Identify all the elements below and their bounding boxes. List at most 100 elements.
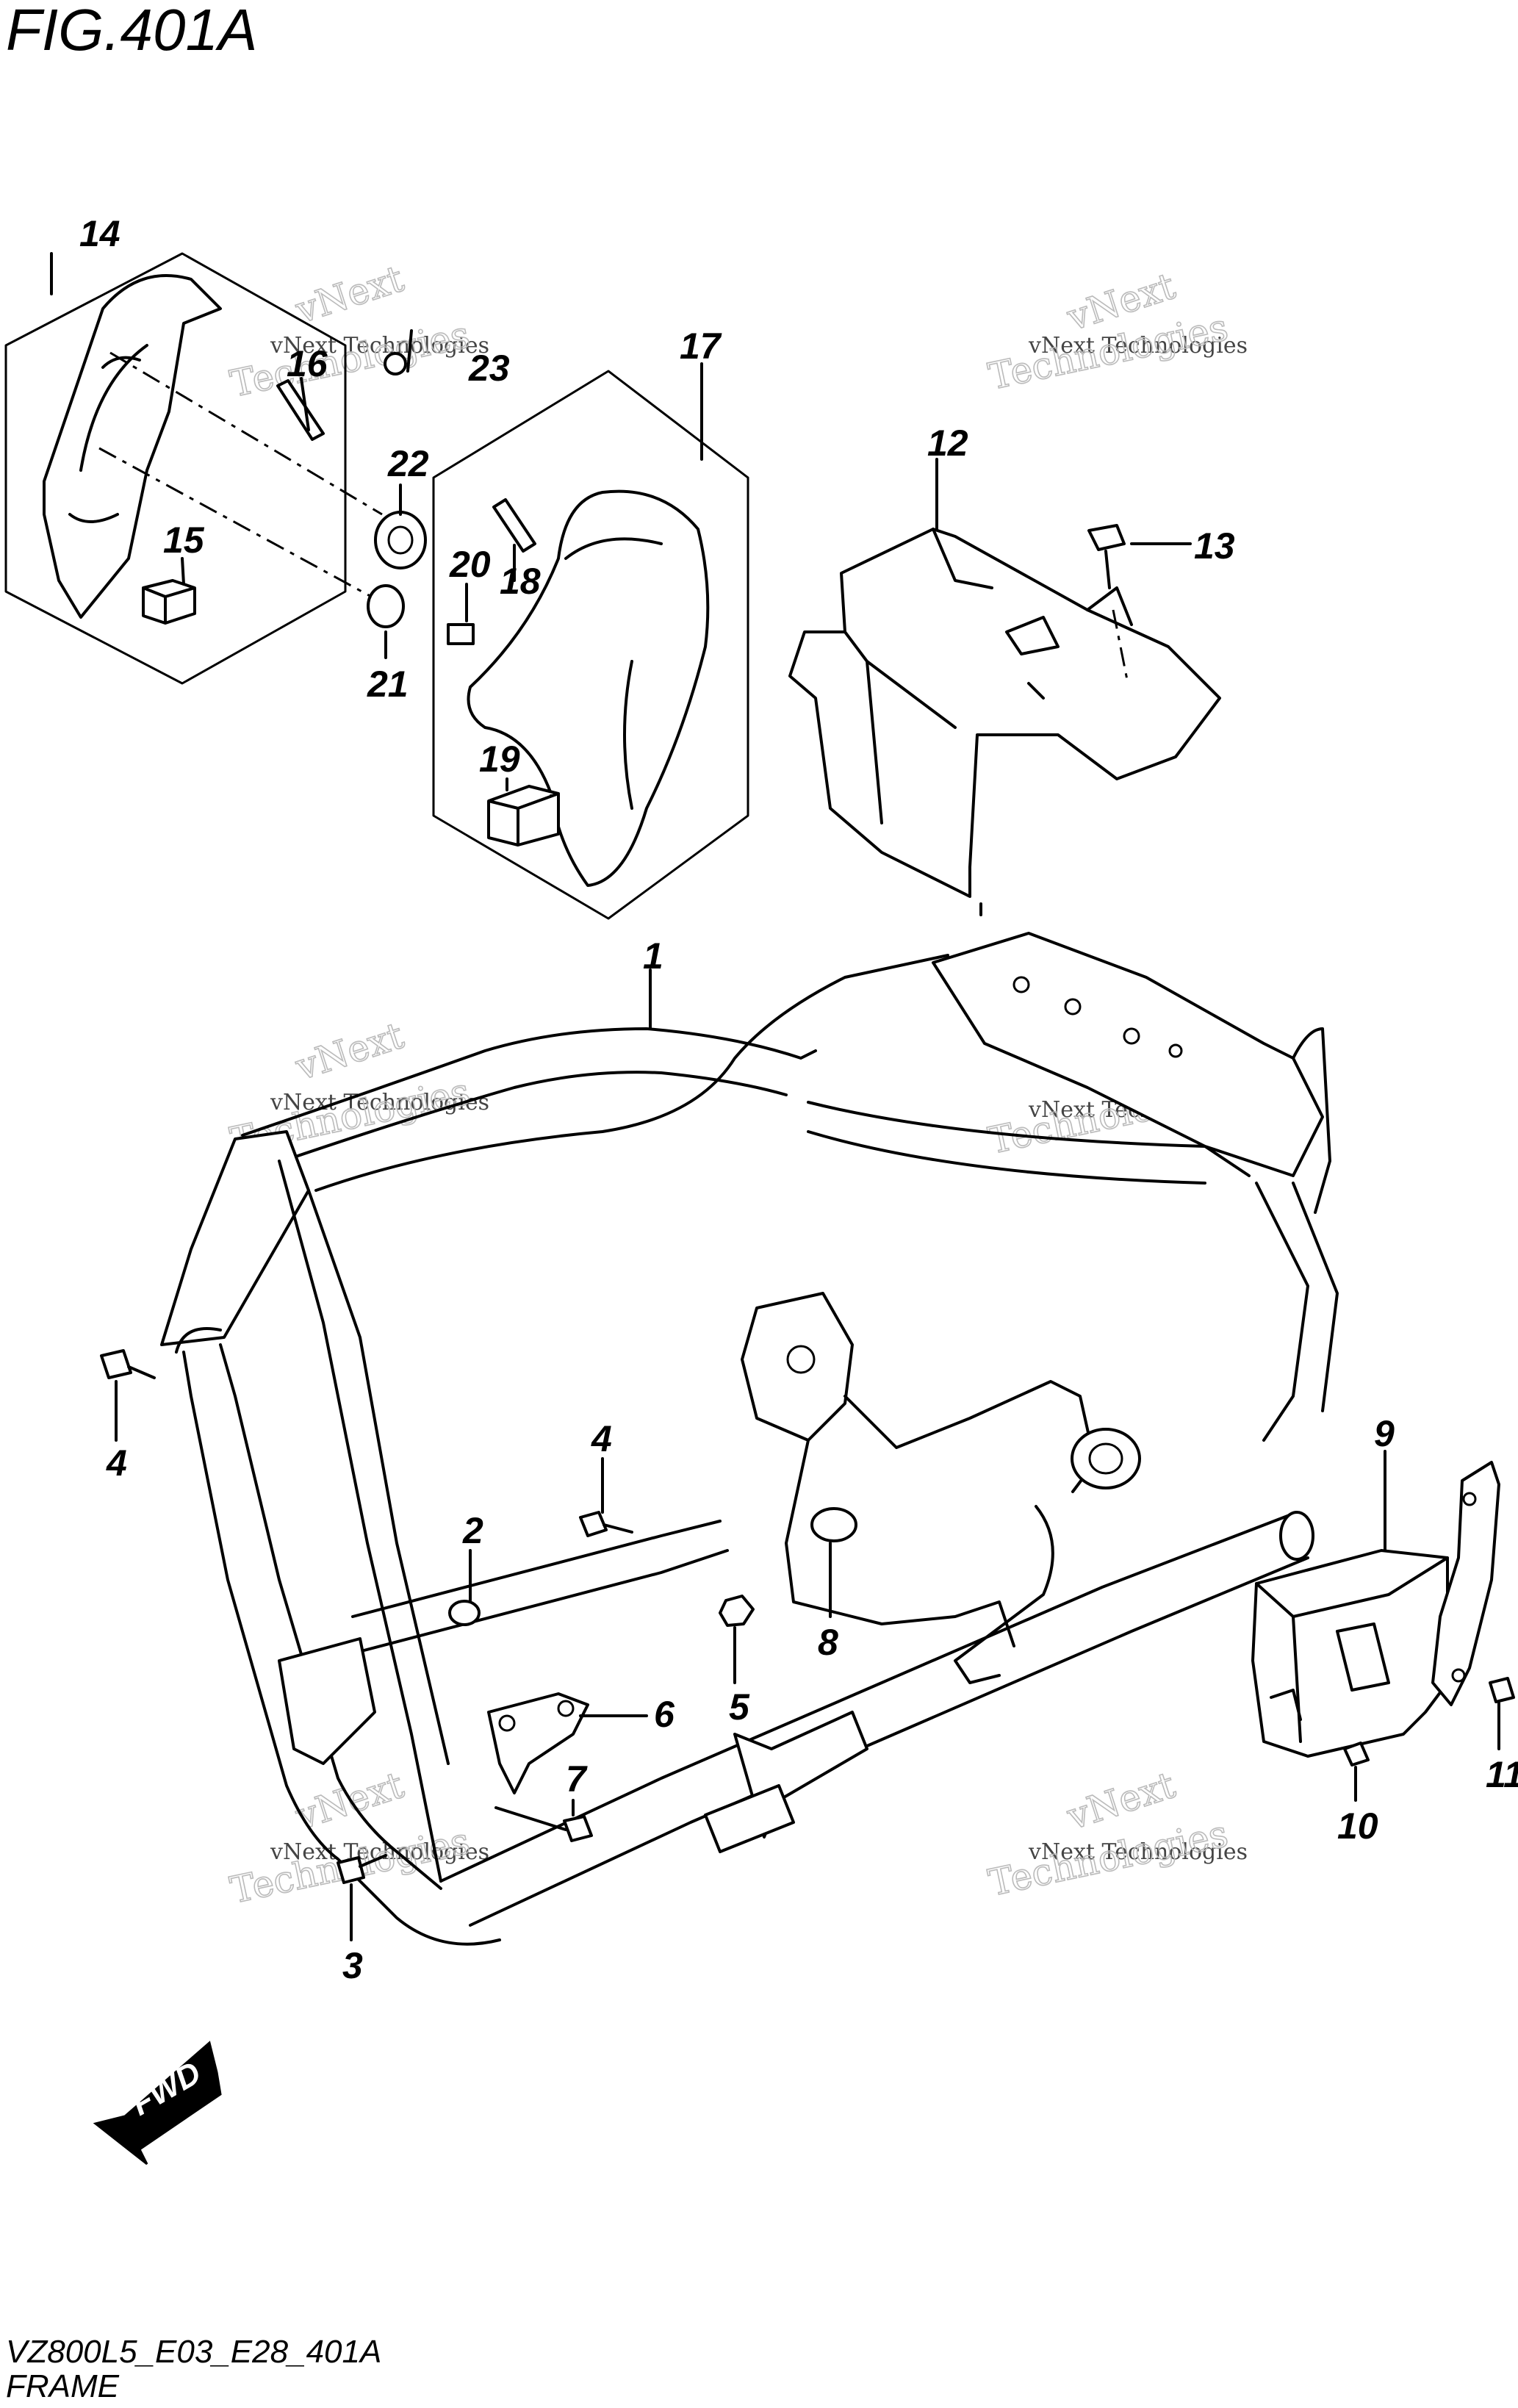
collar-8-part: [810, 1507, 857, 1542]
side-cover-group: [4, 252, 427, 685]
frame-top-tube-lower: [270, 1071, 788, 1166]
bolt-3-part: [337, 1856, 365, 1884]
leader-lines: [50, 252, 1500, 1941]
callout-14: 14: [79, 213, 120, 254]
frame-lower-rail-a: [439, 1512, 1295, 1883]
battery-box-part: [788, 528, 1221, 898]
callout-8: 8: [818, 1622, 838, 1663]
callout-23: 23: [468, 348, 510, 389]
seat-group: [432, 370, 749, 920]
group-14-outline: [4, 252, 347, 685]
callout-2: 2: [462, 1510, 483, 1551]
frame-footrest-plate: [704, 1784, 795, 1853]
bolt-4-mid-shank: [602, 1523, 633, 1534]
bolt-13-centerline: [1112, 609, 1129, 684]
frame-down-tube-inner: [219, 1343, 442, 1890]
leader-16: [300, 377, 310, 431]
callout-11: 11: [1486, 1754, 1518, 1795]
watermark-small-text: vNext Technologies: [1028, 333, 1248, 359]
frame-front-strut-b: [307, 1189, 450, 1765]
seat-strip-part: [492, 498, 536, 553]
frame-pivot-hole: [1088, 1442, 1123, 1475]
frame-rear-tower: [1255, 1182, 1339, 1442]
callout-12: 12: [927, 423, 968, 464]
center-line: [98, 447, 383, 604]
steering-head-ring: [175, 1327, 222, 1354]
model-code: VZ800L5_E03_E28_401A: [6, 2334, 381, 2370]
frame-upper-rail: [314, 954, 949, 1192]
lower-rail-end: [1279, 1511, 1314, 1561]
center-line: [109, 351, 383, 516]
frame-hole: [1168, 1043, 1183, 1058]
callout-16: 16: [287, 343, 328, 384]
callout-22: 22: [387, 443, 429, 484]
frame-seat-rail-upper: [807, 1101, 1251, 1177]
grommet-hole: [387, 525, 414, 555]
frame-pivot-ring: [1071, 1428, 1141, 1489]
clip-part: [276, 379, 325, 441]
section-name: FRAME: [6, 2368, 120, 2404]
bolt-4-left-shank: [127, 1365, 156, 1379]
frame-mid-tube: [843, 1380, 1096, 1493]
frame-down-tube-outer: [182, 1351, 501, 1946]
callout-20: 20: [449, 544, 491, 585]
callout-labels: 14 16 23 22 15 21 17 18 20 19 12 13 1 4 …: [79, 213, 1518, 1986]
watermark-small-text: vNext Technologies: [270, 1839, 489, 1865]
main-frame-group: [160, 932, 1339, 1946]
plate-6-hole: [498, 1714, 516, 1732]
frame-cradle-tube: [785, 1439, 1015, 1647]
watermark-small-text: vNext Technologies: [270, 333, 489, 359]
frame-lower-rail-b: [469, 1556, 1309, 1927]
frame-rear-hoop: [1292, 1027, 1331, 1214]
fwd-arrow-icon: [93, 2041, 222, 2166]
callout-9: 9: [1374, 1413, 1395, 1454]
callout-1: 1: [643, 935, 663, 977]
fwd-arrow: FWD: [93, 2041, 222, 2166]
battery-box-group: [788, 524, 1221, 916]
side-cover-part: [43, 274, 222, 619]
frame-hole: [1012, 976, 1030, 993]
bolt-4-left-part: [100, 1349, 132, 1379]
callout-4-left: 4: [106, 1442, 127, 1484]
leader-23: [406, 329, 413, 373]
ecm-bracket-hole: [1451, 1668, 1466, 1683]
bolt-11-part: [1489, 1677, 1515, 1703]
seat-detail: [564, 537, 663, 810]
ecm-bracket-part: [1431, 1461, 1500, 1706]
screw-part: [384, 352, 407, 375]
frame-hole: [786, 1345, 816, 1374]
frame-seat-rail-lower: [807, 1130, 1206, 1185]
seat-part: [467, 489, 710, 887]
bolt-7-shank: [494, 1806, 567, 1831]
steering-head: [160, 1130, 310, 1346]
watermark-big-text-1: vNext: [290, 257, 409, 332]
ecm-cover-detail: [1255, 1556, 1449, 1743]
callout-21: 21: [367, 664, 409, 705]
watermark-5: vNext Technologies vNext Technologies: [226, 1763, 489, 1912]
frame-gusset: [278, 1637, 376, 1765]
callout-13: 13: [1194, 525, 1235, 567]
frame-front-strut-a: [278, 1160, 442, 1883]
seat-pad-part: [447, 623, 475, 645]
bolt-13-shank: [1104, 550, 1111, 589]
ecm-bracket-hole: [1462, 1492, 1477, 1506]
watermark-2: vNext Technologies vNext Technologies: [985, 264, 1248, 398]
bolt-13-part: [1087, 524, 1126, 551]
frame-hole: [1064, 998, 1082, 1016]
callout-15: 15: [163, 520, 205, 561]
bolt-7-head: [563, 1815, 593, 1842]
watermark-big-text-1: vNext: [290, 1014, 409, 1089]
frame-hole: [1123, 1027, 1140, 1045]
grommet-part: [374, 511, 427, 569]
callout-5: 5: [729, 1686, 750, 1728]
figure-title: FIG.401A: [6, 0, 257, 62]
callout-10: 10: [1337, 1805, 1378, 1847]
callout-18: 18: [500, 561, 541, 602]
collar-part: [367, 584, 405, 628]
watermark-big-text-2: Technologies: [226, 313, 473, 406]
bolt-10-part: [1343, 1742, 1370, 1767]
plate-6-hole: [557, 1700, 575, 1717]
battery-box-detail: [843, 528, 1133, 824]
frame-rear-plate: [932, 932, 1324, 1177]
